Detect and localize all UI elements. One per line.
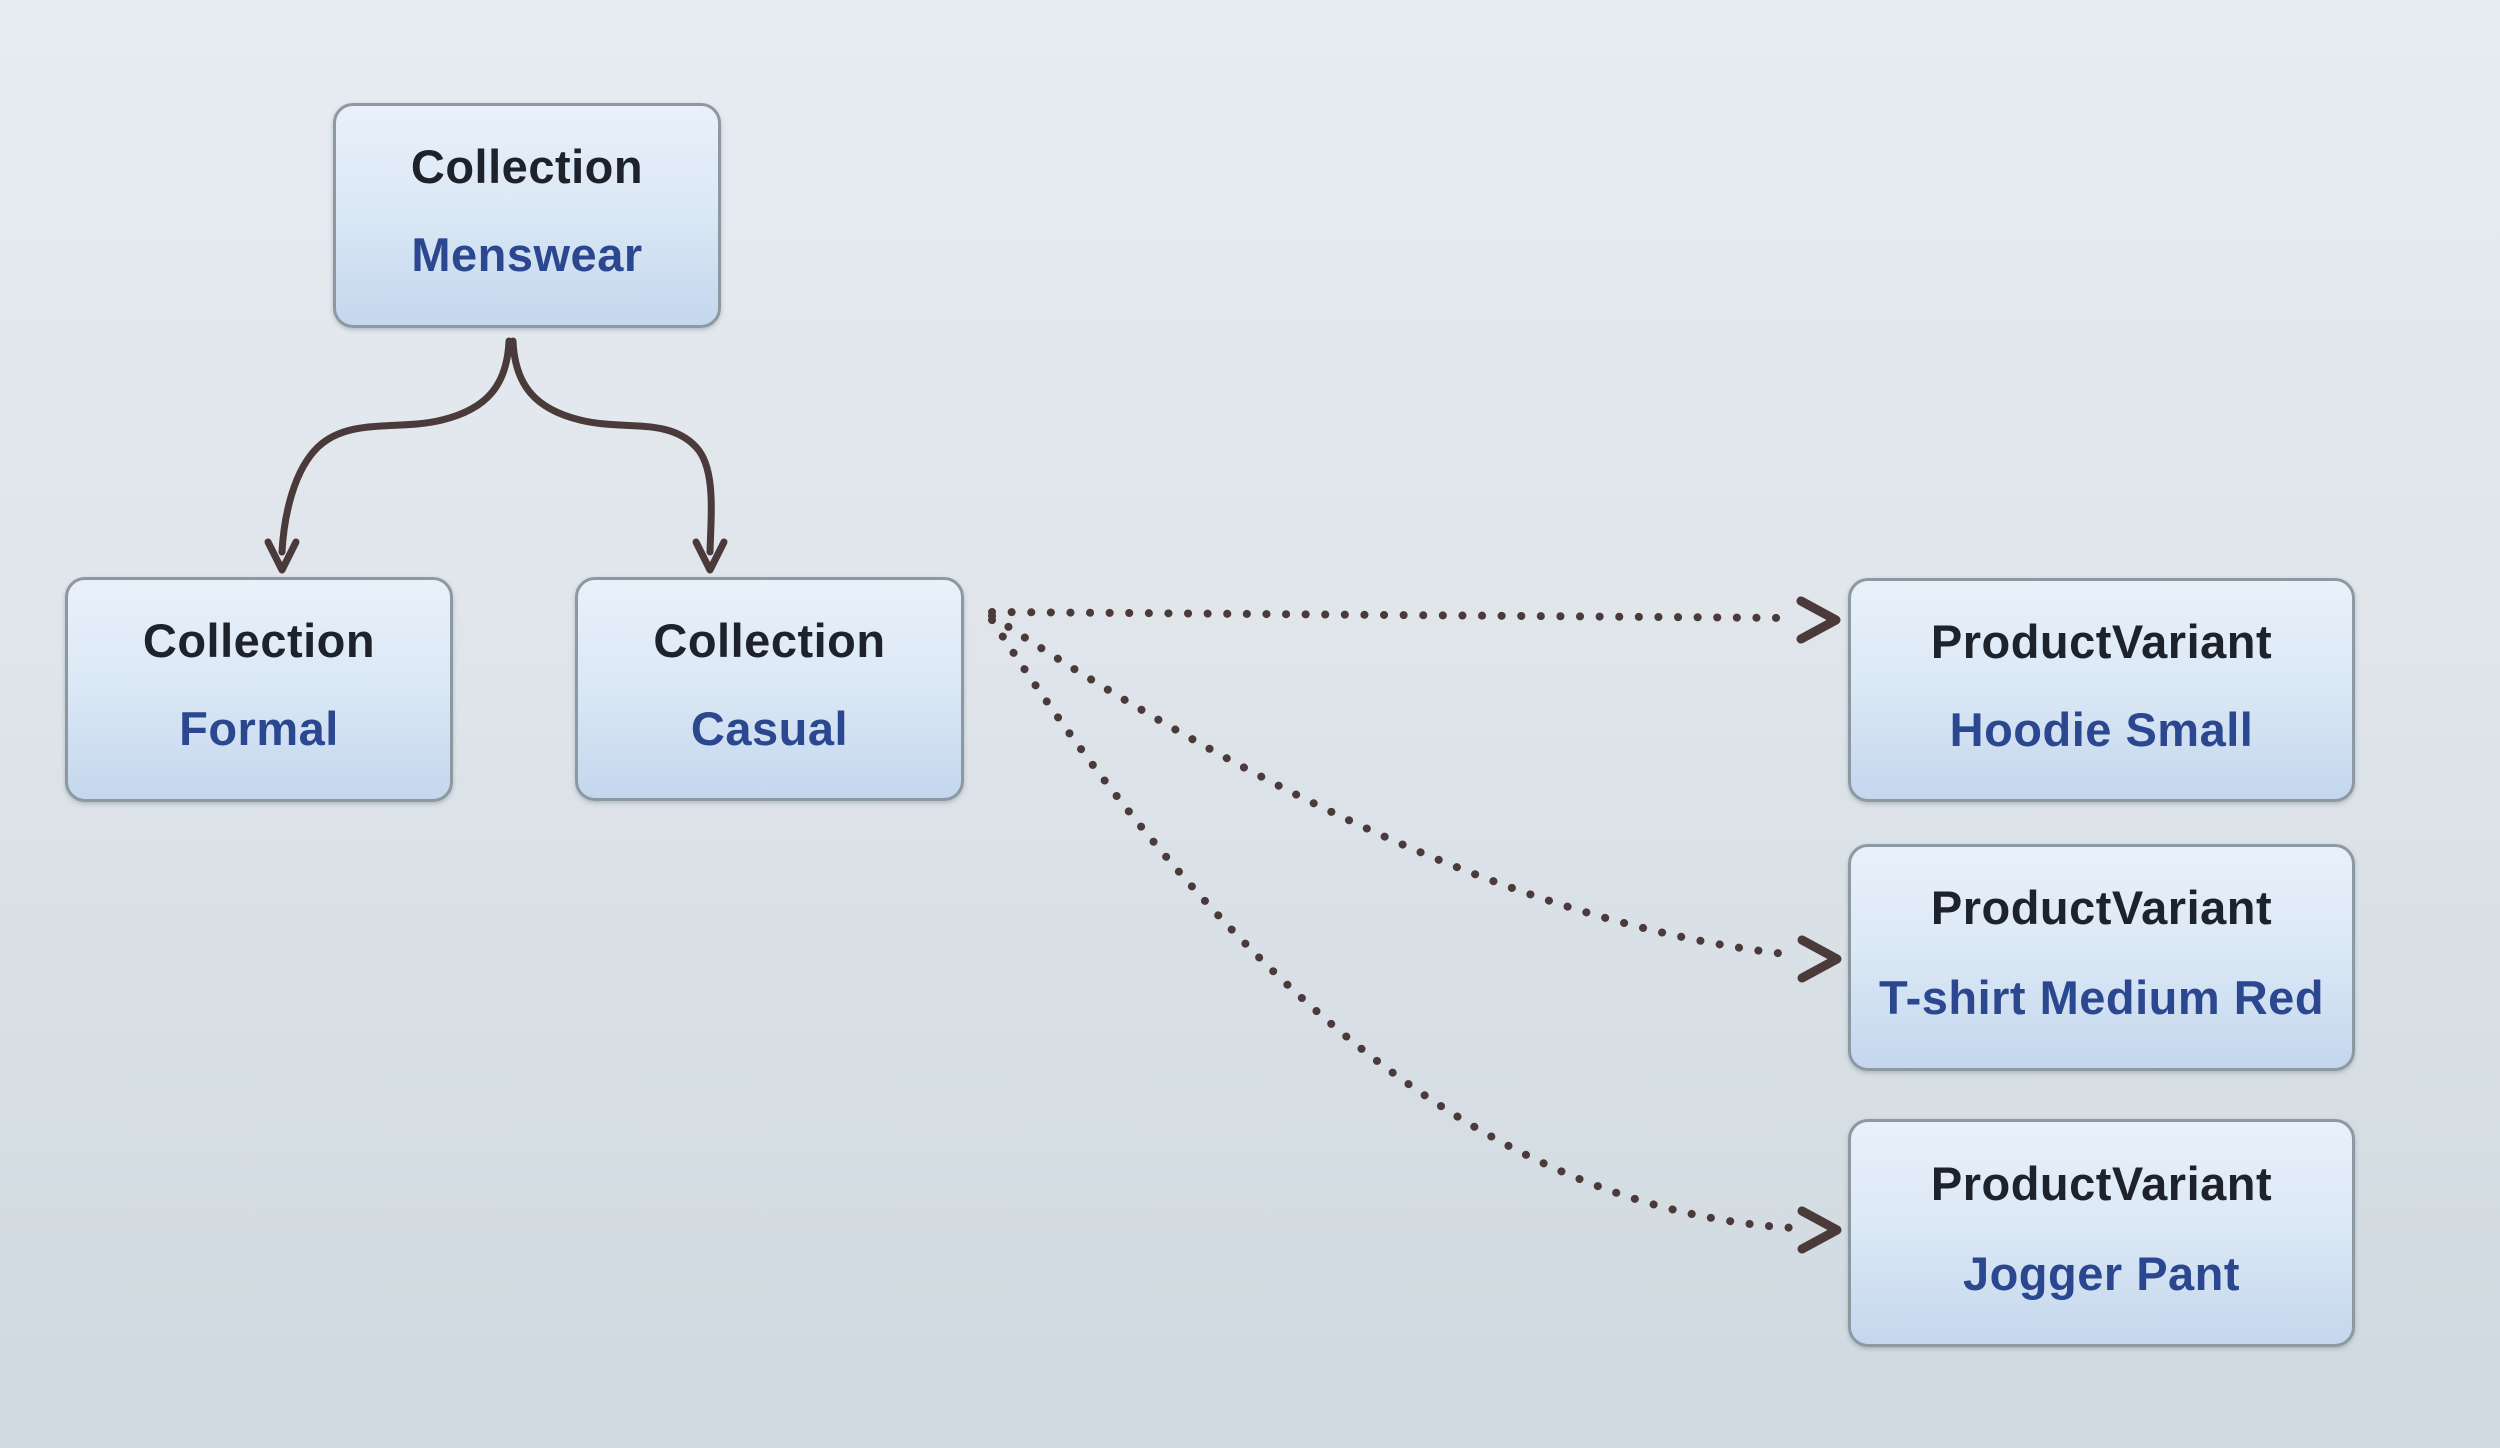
edge-menswear-formal-line	[278, 337, 513, 556]
edge-menswear-casual-line	[509, 337, 715, 556]
edge-menswear-formal-arrowhead-icon	[264, 538, 300, 574]
node-value-label: Hoodie Small	[1949, 702, 2254, 756]
node-productvariant-jogger-pant: ProductVariant Jogger Pant	[1848, 1119, 2355, 1347]
node-type-label: ProductVariant	[1930, 614, 2273, 668]
node-collection-casual: Collection Casual	[575, 577, 964, 801]
node-value-label: Menswear	[411, 228, 643, 282]
node-productvariant-hoodie-small: ProductVariant Hoodie Small	[1848, 578, 2355, 802]
edge-casual-hoodie-line	[988, 608, 1794, 622]
edge-menswear-casual-arrowhead-icon	[692, 538, 728, 574]
node-type-label: ProductVariant	[1930, 1156, 2273, 1210]
edge-casual-jogger-line	[988, 616, 1799, 1232]
node-value-label: Jogger Pant	[1962, 1246, 2241, 1300]
edge-casual-tshirt-line	[988, 612, 1799, 959]
node-collection-formal: Collection Formal	[65, 577, 453, 802]
node-type-label: ProductVariant	[1930, 881, 2273, 935]
node-value-label: Formal	[179, 702, 339, 756]
node-productvariant-tshirt-medium-red: ProductVariant T-shirt Medium Red	[1848, 844, 2355, 1071]
node-collection-menswear: Collection Menswear	[333, 103, 721, 328]
node-type-label: Collection	[653, 613, 886, 667]
node-type-label: Collection	[410, 139, 644, 193]
edge-casual-tshirt-arrowhead-icon	[1797, 935, 1842, 983]
edge-casual-jogger-arrowhead-icon	[1797, 1206, 1842, 1254]
edge-casual-hoodie-arrowhead-icon	[1796, 596, 1841, 644]
node-type-label: Collection	[142, 613, 376, 667]
node-value-label: Casual	[690, 701, 849, 755]
node-value-label: T-shirt Medium Red	[1878, 970, 2325, 1024]
